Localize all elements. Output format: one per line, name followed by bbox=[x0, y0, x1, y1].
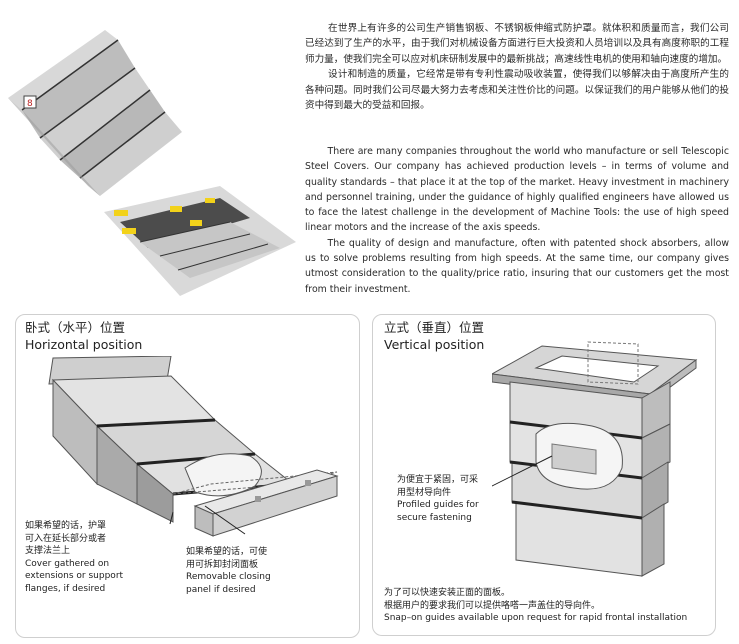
horizontal-title-zh: 卧式（水平）位置 bbox=[25, 320, 126, 335]
caption-left-zh-1: 如果希望的话，护罩 bbox=[25, 521, 107, 531]
vertical-cover-drawing bbox=[492, 341, 698, 577]
caption-snap-on-guides: 为了可以快速安装正面的面板。 根据用户的要求我们可以提供咯嗒一声盖住的导向件。 … bbox=[384, 587, 687, 625]
product-photo-telescopic-cover: 8 bbox=[8, 30, 182, 196]
caption-left-en-1: Cover gathered on bbox=[25, 558, 110, 569]
vertical-title-en: Vertical position bbox=[384, 337, 485, 352]
caption-guides-en-1: Profiled guides for bbox=[397, 500, 479, 511]
vertical-title-zh: 立式（垂直）位置 bbox=[384, 320, 485, 335]
intro-zh-paragraph-1: 在世界上有许多的公司生产销售钢板、不锈钢板伸缩式防护罩。就体积和质量而言，我们公… bbox=[305, 23, 729, 65]
caption-right-zh-1: 如果希望的话，可使 bbox=[186, 547, 268, 557]
caption-guides-zh-2: 用型材导向件 bbox=[397, 487, 452, 498]
caption-left-en-2: extensions or support bbox=[25, 571, 124, 582]
caption-guides-zh-1: 为便宜于紧固，可采 bbox=[397, 475, 479, 485]
caption-cover-gathered: 如果希望的话，护罩 可入在延长部分或者 支撑法兰上 Cover gathered… bbox=[25, 520, 123, 596]
horizontal-cover-drawing bbox=[48, 356, 339, 537]
caption-profiled-guides: 为便宜于紧固，可采 用型材导向件 Profiled guides for sec… bbox=[397, 474, 479, 524]
caption-left-zh-2: 可入在延长部分或者 bbox=[25, 533, 107, 544]
caption-right-en-1: Removable closing bbox=[186, 572, 271, 583]
caption-left-zh-3: 支撑法兰上 bbox=[25, 546, 71, 557]
caption-guides-en-2: secure fastening bbox=[397, 512, 472, 523]
photo-label: 8 bbox=[27, 99, 33, 109]
product-photo-cover-with-guides bbox=[104, 186, 296, 296]
caption-right-zh-2: 用可拆卸封闭面板 bbox=[186, 559, 259, 570]
caption-snap-zh-2: 根据用户的要求我们可以提供咯嗒一声盖住的导向件。 bbox=[384, 600, 601, 611]
intro-english: There are many companies throughout the … bbox=[305, 144, 729, 297]
intro-zh-paragraph-2: 设计和制造的质量，它经常是带有专利性震动吸收装置，使得我们以够解决由于高度所产生… bbox=[305, 69, 729, 112]
caption-right-en-2: panel if desired bbox=[186, 584, 256, 595]
caption-removable-panel: 如果希望的话，可使 用可拆卸封闭面板 Removable closing pan… bbox=[186, 546, 271, 596]
intro-en-paragraph-2: The quality of design and manufacture, o… bbox=[305, 237, 729, 295]
intro-chinese: 在世界上有许多的公司生产销售钢板、不锈钢板伸缩式防护罩。就体积和质量而言，我们公… bbox=[305, 21, 729, 113]
caption-snap-zh-1: 为了可以快速安装正面的面板。 bbox=[384, 588, 511, 598]
caption-snap-en: Snap–on guides available upon request fo… bbox=[384, 613, 688, 624]
horizontal-title-en: Horizontal position bbox=[25, 337, 143, 352]
caption-left-en-3: flanges, if desired bbox=[25, 583, 106, 594]
intro-en-paragraph-1: There are many companies throughout the … bbox=[305, 146, 729, 234]
